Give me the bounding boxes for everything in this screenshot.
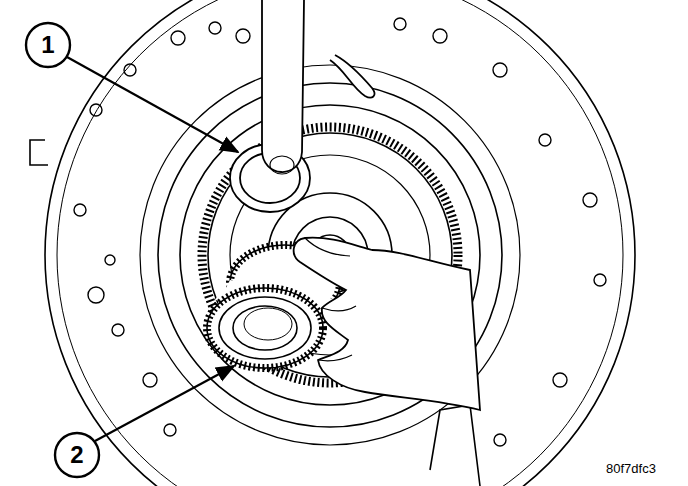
housing bbox=[30, 0, 635, 486]
callout-number: 1 bbox=[41, 33, 54, 57]
callout-circles bbox=[26, 23, 99, 477]
callout-number: 2 bbox=[70, 443, 83, 467]
leader-lines bbox=[67, 57, 238, 441]
thrust-washer bbox=[230, 0, 374, 212]
figure-id: 80f7dfc3 bbox=[606, 462, 656, 475]
hand bbox=[294, 238, 480, 410]
